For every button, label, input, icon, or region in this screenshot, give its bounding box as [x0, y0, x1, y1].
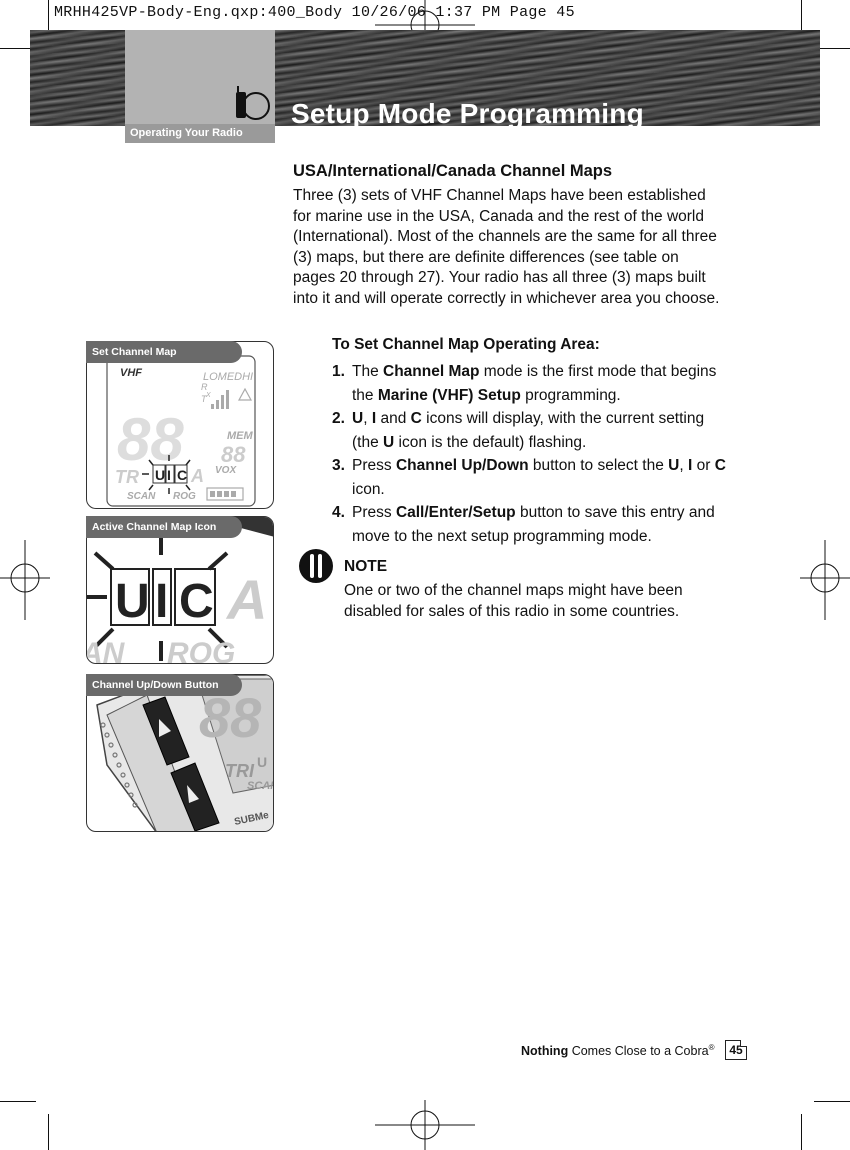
svg-text:ROG: ROG [167, 637, 235, 664]
lcd-prog: ROG [173, 491, 196, 502]
channel-up-arrow-icon [159, 719, 171, 737]
map-c-icon: C [179, 575, 214, 628]
crop-mark [814, 1101, 850, 1102]
crop-mark [801, 1114, 802, 1150]
figure-channel-up-down-button: 88 TRI U SCAN SUBMe [86, 674, 274, 832]
map-i-icon: I [167, 467, 171, 483]
step-number: 2. [332, 410, 345, 427]
step-3: 3.Press Channel Up/Down button to select… [332, 454, 732, 501]
figure-set-channel-map: VHF LOMEDHI R T X 88 MEM 88 VOX TR U I C… [86, 341, 274, 509]
crop-mark [48, 0, 49, 36]
svg-text:U: U [257, 754, 267, 770]
figure-label-active-channel-map-icon: Active Channel Map Icon [86, 516, 242, 538]
battery-icon [206, 487, 244, 501]
crop-mark [48, 1114, 49, 1150]
svg-text:T: T [201, 394, 208, 404]
grip-ridges [100, 722, 138, 808]
lcd-scan: SCAN [127, 491, 156, 502]
note-icon [299, 549, 333, 583]
step-4: 4.Press Call/Enter/Setup button to save … [332, 501, 732, 548]
registration-mark-bottom [375, 1100, 475, 1150]
registration-mark-left [0, 540, 50, 620]
lcd-band-vhf: VHF [120, 367, 142, 379]
page-number: 45 [725, 1040, 747, 1060]
footer-tagline: Nothing Comes Close to a Cobra® [521, 1043, 715, 1059]
page-title: Setup Mode Programming [291, 98, 644, 129]
radio-buttons-illustration: 88 TRI U SCAN SUBMe [96, 675, 274, 831]
svg-text:X: X [205, 392, 211, 399]
crop-mark [801, 0, 802, 36]
step-number: 4. [332, 504, 345, 521]
flash-rays-icon [142, 455, 191, 494]
note-label: NOTE [344, 558, 388, 575]
figure-label-channel-up-down-button: Channel Up/Down Button [86, 674, 242, 696]
svg-text:A: A [225, 568, 267, 631]
crop-mark [814, 48, 850, 49]
section-tab-label: Operating Your Radio [130, 127, 243, 139]
step-1: 1.The Channel Map mode is the first mode… [332, 360, 732, 407]
step-number: 3. [332, 457, 345, 474]
channel-down-arrow-icon [187, 785, 199, 803]
lcd-power-level: LOMEDHI [203, 371, 253, 383]
note-text: One or two of the channel maps might hav… [344, 582, 683, 620]
procedure-title: To Set Channel Map Operating Area: [332, 336, 600, 353]
step-number: 1. [332, 363, 345, 380]
svg-text:R: R [201, 382, 208, 392]
alert-icon [237, 387, 253, 401]
svg-text:TRI: TRI [225, 761, 255, 781]
radio-icon [236, 86, 270, 120]
figure-active-channel-map-icon: U I C A AN ROG [86, 516, 274, 664]
svg-text:SCAN: SCAN [247, 780, 274, 792]
lcd-tri: TR [115, 467, 139, 487]
printer-slug: MRHH425VP-Body-Eng.qxp:400_Body 10/26/06… [54, 4, 575, 21]
registration-mark-right [800, 540, 850, 620]
section-tab-label-box [125, 124, 275, 143]
map-u-icon: U [155, 467, 165, 483]
figure-label-set-channel-map: Set Channel Map [86, 341, 242, 363]
crop-mark [0, 1101, 36, 1102]
lcd-vox: VOX [215, 465, 237, 476]
crop-mark [0, 48, 36, 49]
svg-text:A: A [190, 466, 204, 486]
map-c-icon: C [177, 467, 187, 483]
lcd-display-illustration: VHF LOMEDHI R T X 88 MEM 88 VOX TR U I C… [106, 355, 256, 507]
step-2: 2.U, I and C icons will display, with th… [332, 407, 732, 454]
section-heading: USA/International/Canada Channel Maps [293, 162, 613, 180]
lcd-mem-digits: 88 [221, 442, 246, 467]
map-u-icon: U [115, 575, 150, 628]
intro-paragraph: Three (3) sets of VHF Channel Maps have … [293, 187, 720, 307]
map-i-icon: I [155, 575, 168, 628]
uic-zoom-illustration: U I C A AN ROG [87, 517, 273, 664]
signal-bars-icon [211, 390, 229, 409]
svg-text:88: 88 [199, 686, 262, 749]
svg-text:AN: AN [87, 637, 126, 664]
lcd-mem: MEM [227, 430, 254, 442]
procedure-steps: 1.The Channel Map mode is the first mode… [332, 360, 732, 548]
